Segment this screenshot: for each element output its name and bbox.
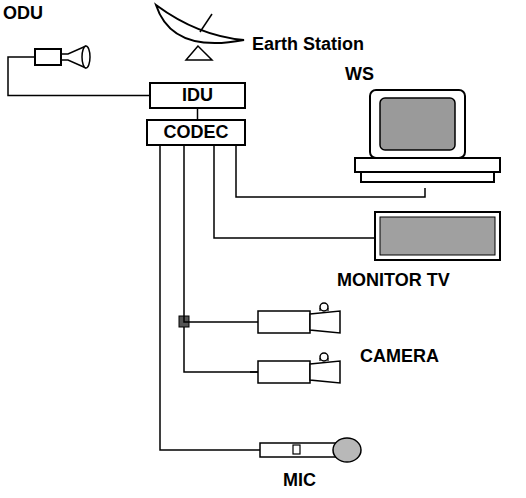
horn-antenna [62, 46, 90, 68]
node-label: CODEC [163, 122, 228, 143]
node-label: IDU [182, 85, 213, 106]
node-label: Earth Station [252, 34, 364, 55]
node-label: MONITOR TV [337, 270, 450, 291]
camera-group: CAMERA [250, 308, 460, 396]
workstation: WS [345, 64, 505, 188]
camera-branch-wire [184, 327, 258, 372]
dish-illustration [150, 2, 380, 64]
microphone: MIC [255, 432, 370, 492]
node-label: CAMERA [360, 346, 439, 367]
connector-wire [197, 109, 199, 119]
earth-station: Earth Station [150, 2, 380, 64]
connector-wire [8, 57, 149, 96]
node-label: MIC [283, 470, 316, 491]
node-label: ODU [3, 3, 43, 24]
odu-box: ODU [34, 48, 62, 66]
idu-box: IDU [149, 82, 246, 109]
connector-wire [184, 146, 250, 322]
monitor-tv: MONITOR TV [335, 208, 505, 294]
codec-box: CODEC [146, 119, 246, 146]
node-label: WS [345, 64, 374, 85]
connector-wire [214, 146, 335, 238]
connector-wire [160, 146, 255, 450]
